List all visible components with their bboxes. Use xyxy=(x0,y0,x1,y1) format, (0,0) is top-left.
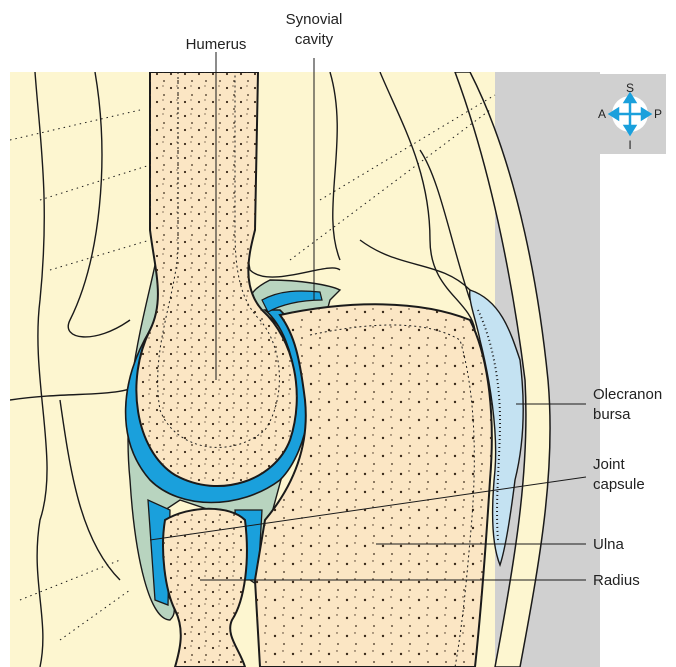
label-ulna: Ulna xyxy=(593,536,625,553)
label-synovial-cavity-line2: cavity xyxy=(295,31,334,48)
compass-inferior: I xyxy=(628,138,631,152)
label-olecranon-bursa-line1: Olecranon xyxy=(593,386,662,403)
orientation-compass: S I A P xyxy=(594,74,666,154)
label-radius: Radius xyxy=(593,572,640,589)
label-humerus: Humerus xyxy=(186,36,247,53)
label-joint-capsule-line1: Joint xyxy=(593,456,626,473)
compass-superior: S xyxy=(626,81,634,95)
label-olecranon-bursa-line2: bursa xyxy=(593,406,631,423)
label-joint-capsule-line2: capsule xyxy=(593,476,645,493)
anatomy-illustration xyxy=(10,72,600,667)
compass-posterior: P xyxy=(654,107,662,121)
compass-anterior: A xyxy=(598,107,606,121)
label-synovial-cavity-line1: Synovial xyxy=(286,11,343,28)
